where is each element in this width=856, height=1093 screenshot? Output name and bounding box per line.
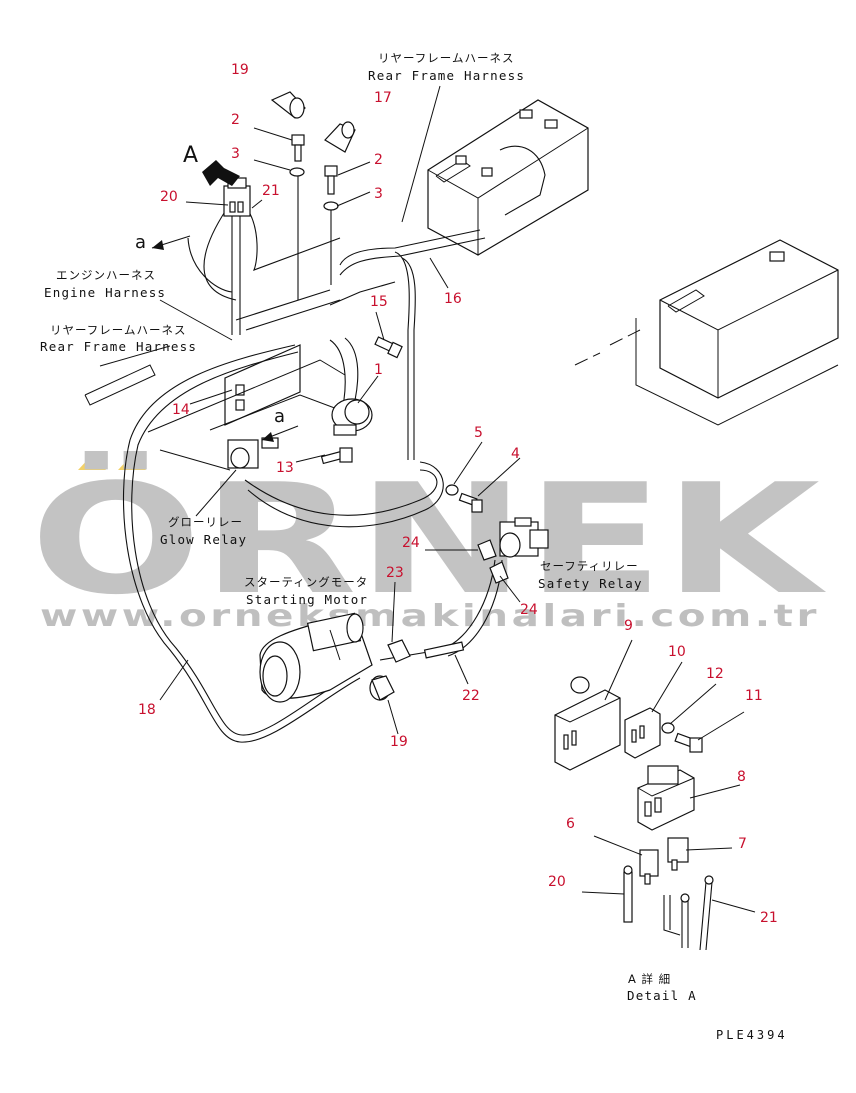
part-3-washer-mid <box>323 201 339 211</box>
battery-upper <box>427 99 589 256</box>
callout: 14 <box>172 402 190 418</box>
safety-relay <box>499 517 549 558</box>
callout: 17 <box>374 90 392 106</box>
wiring <box>84 172 503 743</box>
engine-harness-jp: エンジンハーネス <box>56 268 156 282</box>
callout: 24 <box>520 602 538 618</box>
battery-lower <box>574 239 839 426</box>
callout: 2 <box>231 112 240 128</box>
part-10-bracket <box>624 707 661 759</box>
connector-arrow-a-mid <box>261 425 299 442</box>
callout: 2 <box>374 152 383 168</box>
glow-relay-jp: グローリレー <box>168 515 243 529</box>
callout: 3 <box>231 146 240 162</box>
part-8-relay <box>637 765 695 831</box>
rear-frame-harness-left-jp: リヤーフレームハーネス <box>50 323 186 337</box>
part-3-washer-upper <box>289 167 305 177</box>
rear-frame-harness-top-en: Rear Frame Harness <box>368 68 525 83</box>
callout: 9 <box>624 618 633 634</box>
leader-lines <box>99 85 756 913</box>
engine-harness-en: Engine Harness <box>44 285 166 300</box>
watermark-accent <box>78 455 106 470</box>
detail-a-en: Detail A <box>627 988 697 1003</box>
part-19-boot-lower <box>369 675 395 701</box>
callout: 11 <box>745 688 763 704</box>
starting-motor-jp: スターティングモータ <box>244 575 368 589</box>
drawing-code: PLE4394 <box>716 1028 788 1042</box>
view-marker: A <box>183 143 198 168</box>
part-11-bolt <box>674 732 703 753</box>
part-23-boot <box>387 639 411 663</box>
rear-frame-harness-left-en: Rear Frame Harness <box>40 339 197 354</box>
watermark: ÖRNEK www.orneksmakinalari.com.tr <box>30 451 827 634</box>
watermark-brand: ÖRNEK <box>30 451 827 628</box>
callout: 6 <box>566 816 575 832</box>
part-7-connector <box>667 837 689 871</box>
connector-marker-left: a <box>135 232 146 253</box>
callout: 24 <box>402 535 420 551</box>
watermark-url: www.orneksmakinalari.com.tr <box>40 599 820 634</box>
part-19-boot <box>270 91 306 119</box>
glow-relay <box>227 437 279 469</box>
callout: 10 <box>668 644 686 660</box>
part-9-bracket <box>554 676 621 771</box>
callout: 16 <box>444 291 462 307</box>
callout: 21 <box>760 910 778 926</box>
callout: 18 <box>138 702 156 718</box>
callout: 21 <box>262 183 280 199</box>
connector-arrow-a-left <box>151 235 191 250</box>
part-21-wires <box>663 875 714 951</box>
callout: 19 <box>231 62 249 78</box>
part-17-boot <box>324 121 356 153</box>
connector-marker-mid: a <box>274 406 285 427</box>
part-4-bolt <box>458 492 483 513</box>
part-5-washer <box>445 484 459 496</box>
callout: 8 <box>737 769 746 785</box>
part-2-bolt-mid <box>324 165 338 195</box>
callout: 4 <box>511 446 520 462</box>
glow-relay-en: Glow Relay <box>160 532 247 547</box>
part-1-relay <box>331 398 373 436</box>
starting-motor <box>259 612 373 703</box>
labels: リヤーフレームハーネス Rear Frame Harness エンジンハーネス … <box>40 51 788 1042</box>
part-12-washer <box>661 722 675 734</box>
callout: 15 <box>370 294 388 310</box>
callout: 19 <box>390 734 408 750</box>
safety-relay-jp: セーフティリレー <box>540 559 639 573</box>
callout: 5 <box>474 425 483 441</box>
callout: 7 <box>738 836 747 852</box>
callout: 23 <box>386 565 404 581</box>
callout: 1 <box>374 362 383 378</box>
callout: 3 <box>374 186 383 202</box>
callout: 22 <box>462 688 480 704</box>
callout: 12 <box>706 666 724 682</box>
part-24-boots <box>477 539 509 584</box>
starting-motor-en: Starting Motor <box>246 592 368 607</box>
part-15-bolt <box>374 336 403 359</box>
safety-relay-en: Safety Relay <box>538 576 643 591</box>
part-20-wire <box>623 865 633 923</box>
callout: 20 <box>160 189 178 205</box>
part-13-bolt <box>320 447 353 465</box>
part-2-bolt-upper <box>291 134 305 162</box>
callout: 20 <box>548 874 566 890</box>
part-6-connector <box>639 849 659 885</box>
part-21-connector <box>223 177 251 217</box>
callouts: 19 17 2 3 2 3 21 20 15 16 1 14 13 5 4 24… <box>138 62 778 926</box>
rear-frame-harness-top-jp: リヤーフレームハーネス <box>378 51 514 65</box>
detail-a-jp: A 詳 細 <box>628 972 671 986</box>
view-arrow-a <box>202 160 240 186</box>
callout: 13 <box>276 460 294 476</box>
